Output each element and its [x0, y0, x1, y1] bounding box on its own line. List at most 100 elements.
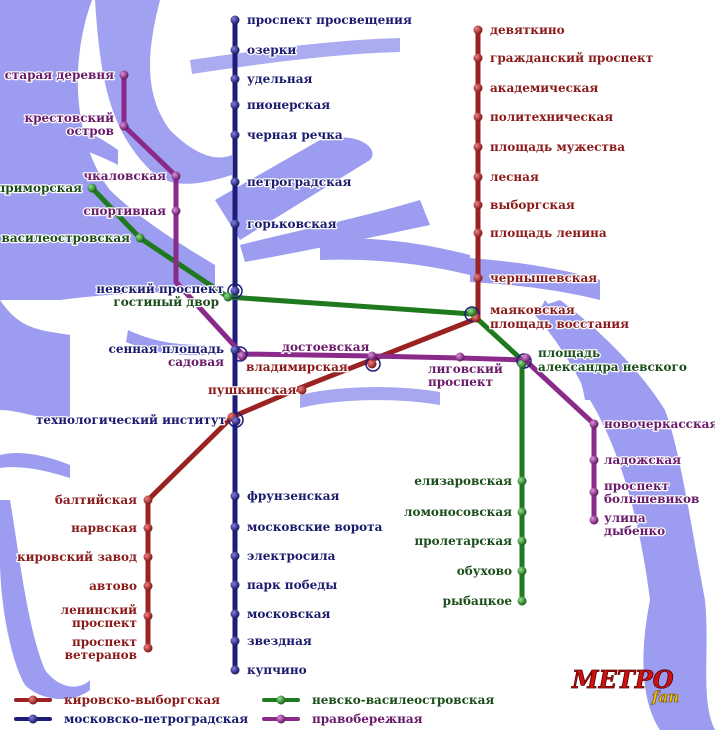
station-park-pobedy[interactable]	[230, 580, 240, 590]
label-vasileostrovskaya: василеостровская	[1, 231, 130, 245]
station-proletarskaya[interactable]	[517, 536, 527, 546]
label-park-pobedy: парк победы	[247, 578, 337, 592]
station-rybatskoe[interactable]	[517, 596, 527, 606]
label-nevskogo-2: александра невского	[538, 360, 687, 374]
legend-item-red: кировско-выборгская	[14, 693, 220, 707]
label-dostoevskaya: достоевская	[282, 340, 369, 354]
station-pushkinskaya[interactable]	[297, 385, 307, 395]
station-chernyshevskaya[interactable]	[473, 273, 483, 283]
label-ozerki: озерки	[247, 43, 296, 57]
station-dybenko[interactable]	[589, 515, 599, 525]
station-udelnaya[interactable]	[230, 74, 240, 84]
station-muzhestva[interactable]	[473, 142, 483, 152]
label-elektrosila: электросила	[247, 549, 336, 563]
station-sennaya[interactable]	[230, 345, 240, 355]
station-grazhdansky[interactable]	[473, 53, 483, 63]
stations-purple	[119, 70, 599, 525]
label-lenina: площадь ленина	[490, 226, 607, 240]
legend-label-blue: московско-петроградская	[64, 712, 248, 726]
station-zvezdnaya[interactable]	[230, 636, 240, 646]
station-veteranov[interactable]	[143, 643, 153, 653]
station-chernaya[interactable]	[230, 130, 240, 140]
station-ladozhskaya[interactable]	[589, 455, 599, 465]
logo-main-text: МЕТРО	[571, 665, 674, 694]
labels-green: приморская василеостровская гостиный дво…	[0, 180, 688, 610]
label-chernyshevskaya: чернышевская	[490, 271, 597, 285]
station-kupchino[interactable]	[230, 665, 240, 675]
station-akademicheskaya[interactable]	[473, 83, 483, 93]
station-leninsky[interactable]	[143, 611, 153, 621]
station-tekhnolog-blue[interactable]	[231, 416, 241, 426]
label-primorskaya: приморская	[0, 181, 82, 195]
label-krestovsky-2: остров	[67, 124, 114, 138]
label-gorkovskaya: горьковская	[247, 217, 337, 231]
label-krestovsky-1: крестовский	[24, 111, 114, 125]
label-moskovskie: московские ворота	[247, 520, 383, 534]
station-vyborgskaya[interactable]	[473, 200, 483, 210]
label-novocherkasskaya: новочеркасская	[604, 417, 715, 431]
station-petrogradskaya[interactable]	[230, 177, 240, 187]
label-dybenko-2: дыбенко	[604, 524, 665, 538]
station-mayakovskaya[interactable]	[467, 307, 477, 317]
label-avtovo: автово	[89, 579, 137, 593]
station-pionerskaya[interactable]	[230, 100, 240, 110]
station-devyatkino[interactable]	[473, 25, 483, 35]
station-baltiyskaya[interactable]	[143, 495, 153, 505]
station-narvskaya[interactable]	[143, 523, 153, 533]
station-elektrosila[interactable]	[230, 551, 240, 561]
station-politekhnicheskaya[interactable]	[473, 112, 483, 122]
station-kirovsky[interactable]	[143, 552, 153, 562]
station-lomonosovskaya[interactable]	[517, 507, 527, 517]
station-bolshevikov[interactable]	[589, 487, 599, 497]
label-proletarskaya: пролетарская	[415, 534, 513, 548]
station-gostiny[interactable]	[223, 292, 233, 302]
label-dybenko-1: улица	[604, 511, 646, 525]
label-vladimirskaya: владимирская	[246, 360, 348, 374]
station-novocherkasskaya[interactable]	[589, 419, 599, 429]
station-krestovsky[interactable]	[119, 121, 129, 131]
label-chernaya: черная речка	[247, 128, 343, 142]
station-prosvescheniya[interactable]	[230, 15, 240, 25]
label-muzhestva: площадь мужества	[490, 140, 625, 154]
station-staraya[interactable]	[119, 70, 129, 80]
label-politekhnicheskaya: политехническая	[490, 110, 613, 124]
station-obukhovo[interactable]	[517, 566, 527, 576]
label-leninsky-2: проспект	[72, 616, 137, 630]
station-sadovaya[interactable]	[237, 351, 247, 361]
station-gorkovskaya[interactable]	[230, 219, 240, 229]
label-ligovsky-2: проспект	[428, 375, 493, 389]
station-chkalovskaya[interactable]	[171, 171, 181, 181]
label-pushkinskaya: пушкинская	[208, 383, 296, 397]
label-vosstaniya: площадь восстания	[490, 317, 629, 331]
label-bolshevikov-2: большевиков	[604, 492, 699, 506]
label-mayakovskaya: маяковская	[490, 303, 575, 317]
station-elizarovskaya[interactable]	[517, 476, 527, 486]
label-lesnaya: лесная	[490, 170, 539, 184]
label-frunzenskaya: фрунзенская	[247, 489, 340, 503]
label-veteranov-1: проспект	[72, 635, 137, 649]
station-moskovskaya[interactable]	[230, 609, 240, 619]
station-frunzenskaya[interactable]	[230, 491, 240, 501]
station-sportivnaya[interactable]	[171, 206, 181, 216]
legend: кировско-выборгская московско-петроградс…	[14, 693, 494, 726]
station-ligovsky[interactable]	[455, 352, 465, 362]
station-moskovskie[interactable]	[230, 522, 240, 532]
station-lesnaya[interactable]	[473, 172, 483, 182]
label-ligovsky-1: лиговский	[428, 362, 503, 376]
line-green	[89, 185, 525, 603]
station-nevskogo-purple[interactable]	[521, 353, 531, 363]
station-vasileostrovskaya[interactable]	[135, 233, 145, 243]
station-ozerki[interactable]	[230, 45, 240, 55]
labels-blue: проспект просвещения озерки удельная пио…	[95, 12, 413, 679]
station-nevsky[interactable]	[230, 286, 240, 296]
label-moskovskaya: московская	[247, 607, 330, 621]
station-dostoevskaya[interactable]	[367, 351, 377, 361]
station-primorskaya[interactable]	[87, 183, 97, 193]
legend-item-purple: правобережная	[262, 712, 423, 726]
station-lenina[interactable]	[473, 228, 483, 238]
station-avtovo[interactable]	[143, 581, 153, 591]
station-vladimirskaya[interactable]	[367, 359, 377, 369]
label-vyborgskaya: выборгская	[490, 198, 575, 212]
